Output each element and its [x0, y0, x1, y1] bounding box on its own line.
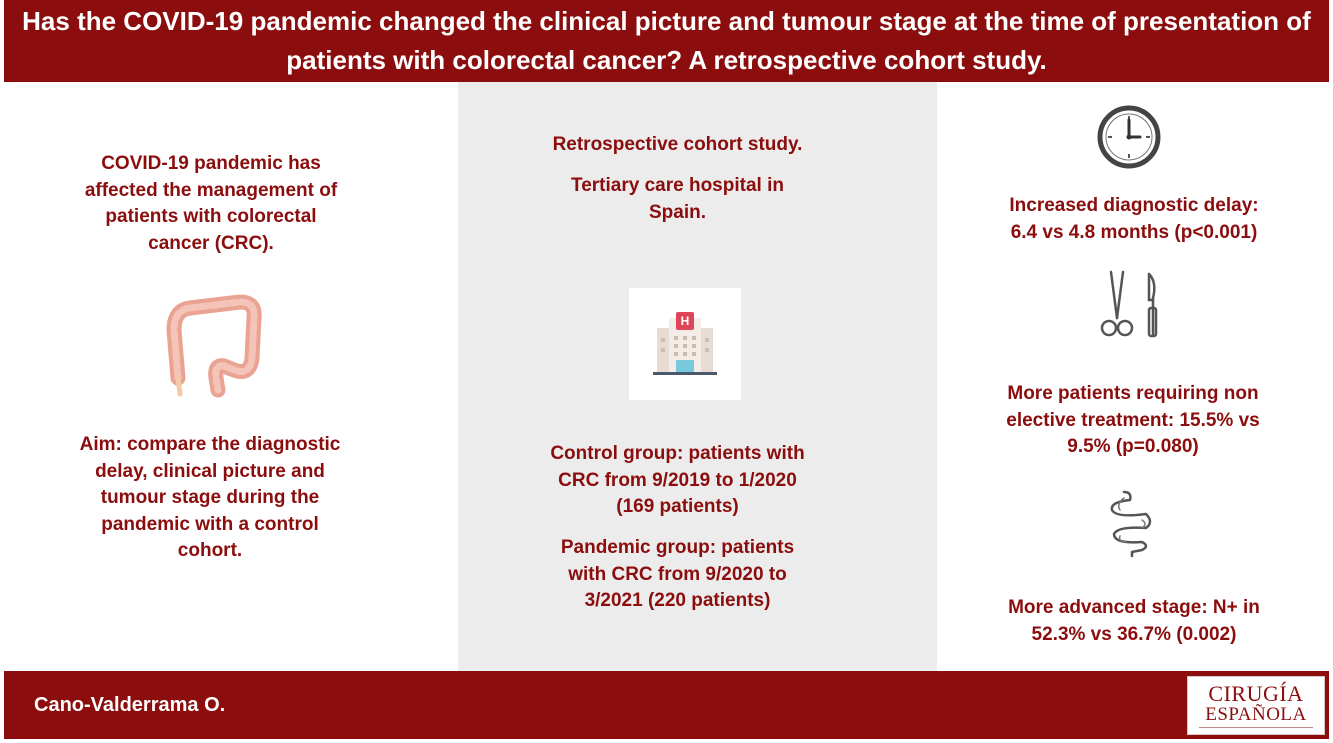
logo-divider: [1199, 727, 1313, 728]
page-title: Has the COVID-19 pandemic changed the cl…: [22, 6, 1311, 75]
intro-text: COVID-19 pandemic has affected the manag…: [84, 153, 338, 254]
study-design-text: Retrospective cohort study.: [552, 134, 803, 155]
svg-text:H: H: [681, 314, 690, 328]
colon-icon: [166, 294, 262, 398]
author-name: Cano-Valderrama O.: [34, 694, 226, 716]
advanced-stage-text: More advanced stage: N+ in 52.3% vs 36.7…: [1008, 597, 1260, 645]
aim-text: Aim: compare the diagnostic delay, clini…: [79, 434, 341, 561]
pandemic-group-text: Pandemic group: patients with CRC from 9…: [560, 537, 795, 611]
control-group-text: Control group: patients with CRC from 9/…: [550, 443, 805, 517]
journal-logo: CIRUGÍA ESPAÑOLA: [1187, 676, 1325, 735]
diagnostic-delay-text: Increased diagnostic delay: 6.4 vs 4.8 m…: [1009, 195, 1259, 243]
intestine-icon: [1110, 490, 1152, 558]
logo-line1: CIRUGÍA: [1208, 681, 1304, 706]
clock-icon: [1097, 105, 1161, 169]
surgical-tools-icon: [1100, 270, 1158, 338]
hospital-icon: H: [629, 288, 741, 400]
logo-line2: ESPAÑOLA: [1205, 704, 1307, 725]
non-elective-treatment-text: More patients requiring non elective tre…: [1006, 383, 1260, 457]
header-banner: Has the COVID-19 pandemic changed the cl…: [4, 0, 1329, 82]
footer-banner: Cano-Valderrama O. CIRUGÍA ESPAÑOLA: [4, 671, 1329, 739]
study-setting-text: Tertiary care hospital in Spain.: [571, 175, 784, 223]
